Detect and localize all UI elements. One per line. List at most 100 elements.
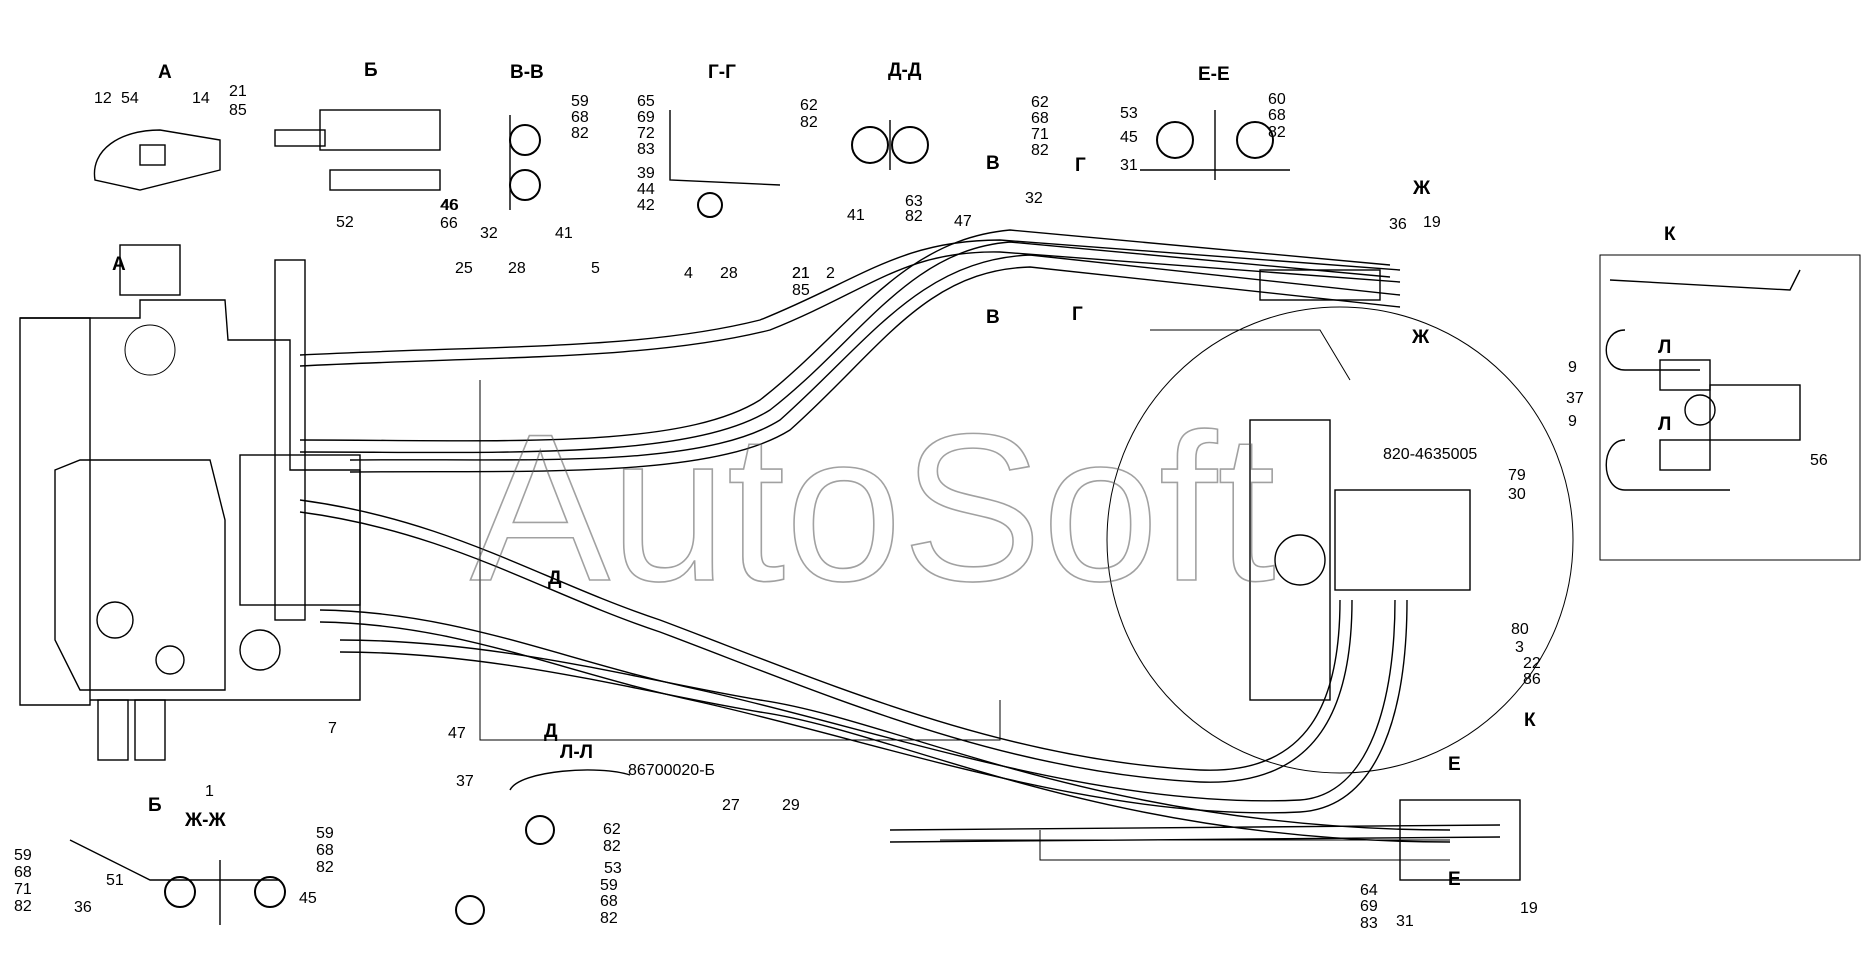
callout: 9	[1568, 413, 1577, 430]
callout: 1	[205, 783, 214, 800]
fraction-middle: 68	[600, 893, 618, 910]
fraction-top: 21	[229, 83, 247, 100]
view-marker-E1: Е	[1448, 754, 1461, 775]
fraction-top: 21	[792, 265, 810, 282]
view-marker-G1: Г	[1075, 155, 1086, 176]
fraction-bottom: 82	[1268, 124, 1286, 141]
section-VV-sketch	[509, 115, 541, 210]
fraction-b: 68	[1031, 110, 1049, 127]
fraction-bottom: 83	[1360, 915, 1378, 932]
callout: 46	[441, 197, 459, 214]
callout: 53	[1120, 105, 1138, 122]
fraction-callout: 21 85	[229, 83, 247, 119]
callout: 9	[1568, 359, 1577, 376]
callout: 14	[192, 90, 210, 107]
fraction-bottom: 82	[603, 838, 621, 855]
valve-block-right	[1249, 269, 1521, 881]
callout: 41	[847, 207, 865, 224]
callout: 39	[637, 165, 655, 182]
section-title-B: Б	[364, 60, 378, 81]
callout: 19	[1423, 214, 1441, 231]
view-marker-D1: Д	[548, 568, 562, 589]
fraction-callout: 59 68 82	[600, 877, 618, 927]
callout: 44	[637, 181, 655, 198]
callout: 5	[591, 260, 600, 277]
view-marker-L1: Л	[1658, 337, 1671, 358]
fraction-top: 59	[316, 825, 334, 842]
section-LL-sketch	[455, 769, 631, 925]
fraction-callout: 46 66	[440, 197, 458, 232]
fraction-bottom: 66	[440, 215, 458, 232]
fraction-b: 68	[14, 864, 32, 881]
fraction-callout: 62 82	[603, 821, 621, 855]
fraction-bottom: 85	[229, 102, 247, 119]
fraction-callout: 59 68 71 82	[14, 847, 32, 915]
callout: 37	[1566, 390, 1584, 407]
fraction-middle: 68	[316, 842, 334, 859]
fraction-bottom: 86	[1523, 671, 1541, 688]
section-DD-sketch	[851, 120, 929, 170]
view-marker-Zh1: Ж	[1412, 178, 1431, 199]
document-code: 820-4635005	[1383, 446, 1477, 463]
view-marker-Zh2: Ж	[1411, 327, 1430, 348]
fraction-a: 69	[637, 109, 655, 126]
fraction-a: 62	[1031, 94, 1049, 111]
section-title-DD: Д-Д	[888, 60, 922, 81]
callout: 79	[1508, 467, 1526, 484]
fraction-top: 59	[571, 93, 589, 110]
fraction-callout: 63 82	[905, 193, 923, 225]
fraction-d: 82	[14, 898, 32, 915]
callout: 45	[1120, 129, 1138, 146]
view-marker-D2: Д	[544, 721, 558, 742]
section-A-sketch	[93, 129, 221, 191]
fraction-callout: 59 68 82	[571, 93, 589, 142]
fraction-top: 64	[1360, 882, 1378, 899]
fraction-bottom: 85	[792, 282, 810, 299]
callout: 25	[455, 260, 473, 277]
view-marker-B: Б	[148, 795, 162, 816]
callout: 2	[826, 265, 835, 282]
fraction-c: 83	[637, 141, 655, 158]
fraction-top: 60	[1268, 91, 1286, 108]
callout: 42	[637, 197, 655, 214]
view-marker-K: К	[1524, 710, 1536, 731]
fraction-callout: 69 72 83	[637, 109, 655, 158]
fraction-callout: 62 82	[800, 97, 818, 131]
callout: 54	[121, 90, 139, 107]
frame-outline	[479, 306, 1574, 861]
fraction-c: 71	[14, 881, 32, 898]
fraction-top: 59	[600, 877, 618, 894]
fraction-c: 71	[1031, 126, 1049, 143]
callout: 3	[1515, 639, 1524, 656]
fraction-top: 46	[440, 197, 458, 214]
callout: 45	[299, 890, 317, 907]
callout: 7	[328, 720, 337, 737]
callout: 28	[720, 265, 738, 282]
pipe-bundle-upper	[299, 229, 1401, 473]
section-GG-sketch	[669, 110, 781, 218]
fraction-b: 72	[637, 125, 655, 142]
callout: 51	[106, 872, 124, 889]
fraction-callout: 22 86	[1523, 655, 1541, 688]
fraction-d: 82	[1031, 142, 1049, 159]
fraction-a: 59	[14, 847, 32, 864]
callout: 31	[1120, 157, 1138, 174]
section-title-K: К	[1664, 224, 1676, 245]
fraction-bottom: 82	[800, 114, 818, 131]
fraction-bottom: 82	[600, 910, 618, 927]
fraction-callout: 59 68 82	[316, 825, 334, 876]
callout: 53	[604, 860, 622, 877]
fraction-callout: 21 85	[792, 265, 810, 299]
section-title-VV: В-В	[510, 62, 544, 83]
callout: 36	[1389, 216, 1407, 233]
fraction-top: 22	[1523, 655, 1541, 672]
fraction-bottom: 82	[905, 208, 923, 225]
callout: 52	[336, 214, 354, 231]
view-marker-V2: В	[986, 307, 1000, 328]
section-title-A: А	[158, 62, 172, 83]
callout: 29	[782, 797, 800, 814]
callout: 4	[684, 265, 693, 282]
detail-view-K	[1599, 254, 1861, 561]
fraction-top: 62	[603, 821, 621, 838]
